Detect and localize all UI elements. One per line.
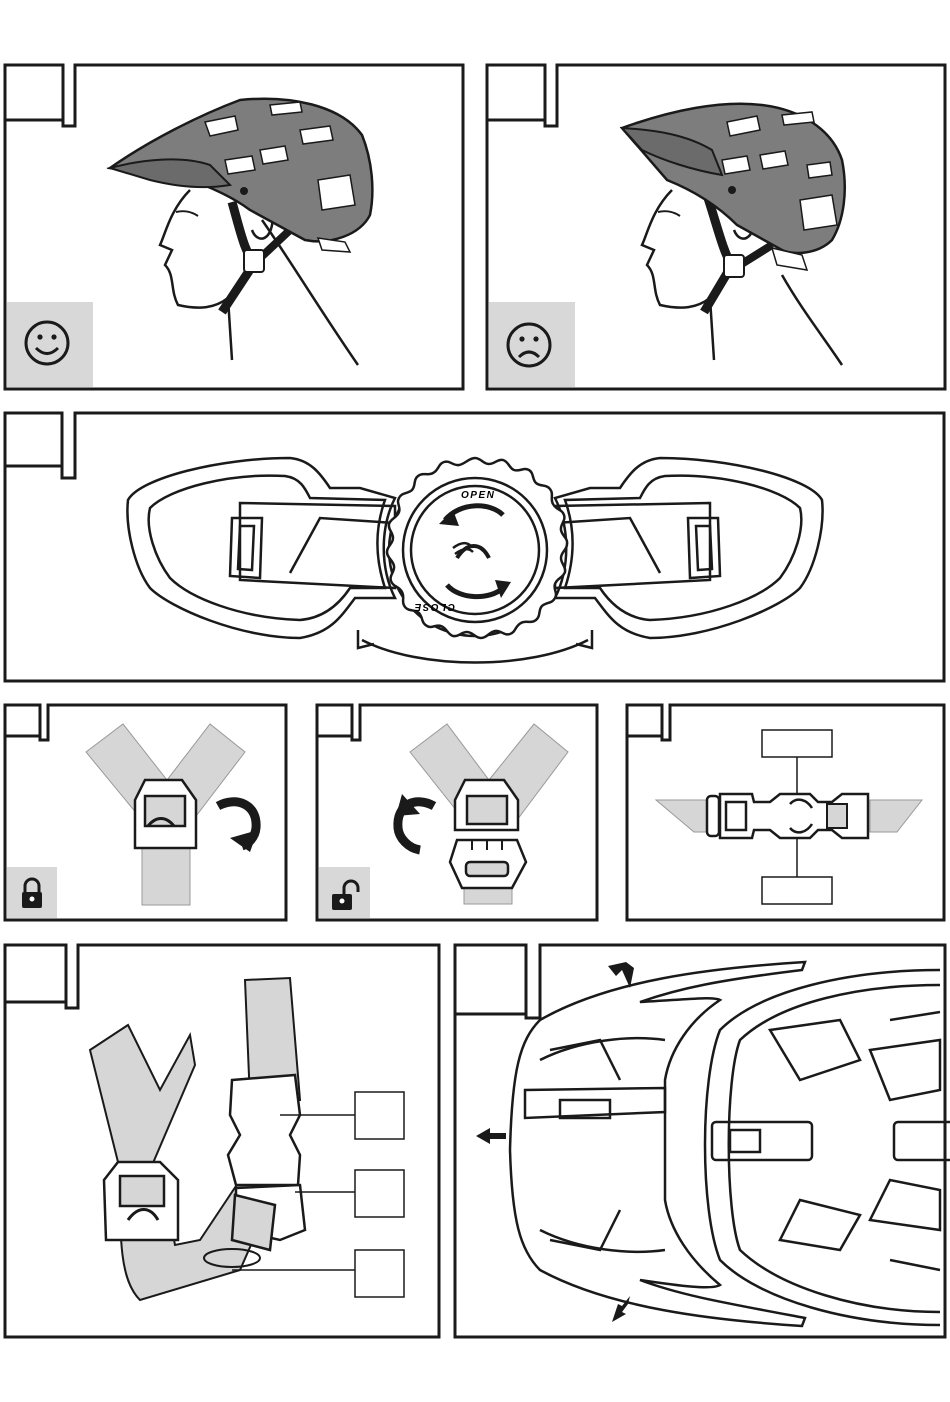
strap-divider-icon (724, 255, 744, 277)
step-number-box (487, 65, 545, 120)
dial-knob: OPEN CLOSE (387, 458, 567, 638)
dial-open-label: OPEN (461, 490, 495, 501)
step-number-box (5, 705, 40, 736)
step-number-box (455, 945, 526, 1014)
panel-strap-divider-locked (0, 700, 292, 926)
step-number-box (627, 705, 662, 736)
panel-visor-removal (450, 940, 950, 1342)
step-number-box (5, 413, 62, 466)
step-number-box (5, 65, 63, 120)
panel-fit-incorrect (482, 60, 950, 394)
label-box-bottom (762, 877, 832, 904)
step-number-box (317, 705, 352, 736)
strap-divider-icon (104, 1162, 178, 1240)
panel-dial-adjuster: OPEN CLOSE (0, 408, 950, 686)
badge-background (489, 302, 575, 387)
badge-background (7, 302, 93, 387)
panel-strap-divider-unlocked (312, 700, 602, 926)
panel-fit-correct (0, 60, 468, 394)
dial-close-label: CLOSE (413, 601, 455, 612)
buckle-illustration (707, 794, 868, 838)
strap-divider-icon (135, 780, 196, 848)
label-box-top (762, 730, 832, 757)
panel-strap-adjustment (0, 940, 444, 1342)
strap-divider-icon (244, 250, 264, 272)
step-number-box (5, 945, 66, 1002)
panel-buckle-diagram (622, 700, 950, 926)
